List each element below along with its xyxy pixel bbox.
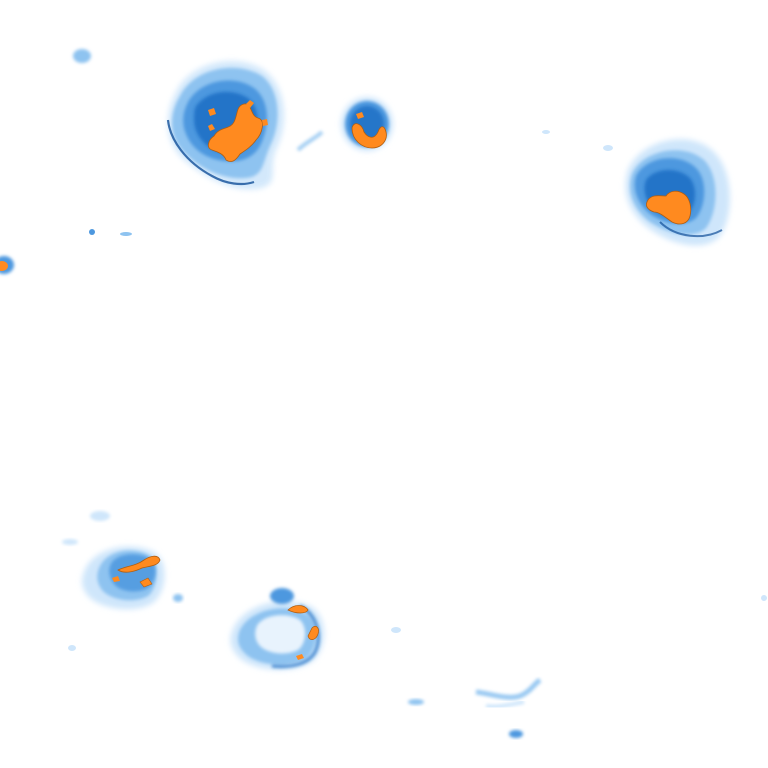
speck-bottom-left-3	[62, 539, 78, 545]
top-right-edge	[659, 221, 723, 238]
speck-left-1	[89, 229, 95, 235]
streak-speck-3	[391, 627, 401, 633]
streak-speck-1	[408, 699, 424, 705]
streak-speck-2	[509, 730, 523, 738]
edge-blob-left	[0, 256, 14, 274]
bottom-center-edge	[271, 604, 320, 668]
speck-right-2	[542, 130, 550, 134]
streak-top-center	[296, 130, 324, 152]
small-cell-orange-fleck	[356, 112, 364, 119]
streak-bottom-right-tail	[485, 700, 525, 709]
large-cell-orange-fleck-1	[208, 108, 216, 116]
small-cell-top-center	[341, 97, 393, 151]
speck-left-2	[120, 232, 132, 236]
cell-top-right	[625, 139, 730, 246]
bottom-center-top-knob	[270, 588, 294, 604]
top-right-orange	[646, 190, 692, 225]
large-cell-top-left	[166, 61, 285, 190]
speck-right-1	[603, 145, 613, 151]
bottom-left-orange-2	[112, 576, 120, 582]
bottom-center-orange-2	[307, 626, 319, 640]
streak-bottom-right-line	[475, 677, 542, 700]
cell-bottom-left	[82, 546, 165, 610]
large-cell-orange-fleck-3	[208, 124, 215, 131]
large-cell-orange	[208, 103, 263, 162]
bottom-left-orange-1	[117, 555, 161, 573]
bottom-left-orange-3	[139, 577, 153, 588]
large-cell-orange-fleck-4	[262, 119, 268, 126]
speck-bottom-left-4	[68, 645, 76, 651]
bottom-center-orange-1	[287, 605, 309, 614]
bottom-center-orange-3	[296, 654, 304, 660]
speck-top-left	[73, 49, 91, 63]
large-cell-orange-fleck-2	[246, 100, 254, 108]
streak-bottom-right	[391, 595, 767, 738]
edge-blob-orange	[0, 261, 8, 271]
streak-speck-4	[761, 595, 767, 601]
speck-bottom-left-2	[90, 511, 110, 521]
cell-bottom-center	[230, 588, 325, 670]
large-cell-edge	[166, 119, 255, 186]
speck-bottom-left-1	[173, 594, 183, 602]
small-cell-orange	[351, 123, 387, 149]
bottom-center-inner	[255, 615, 306, 654]
